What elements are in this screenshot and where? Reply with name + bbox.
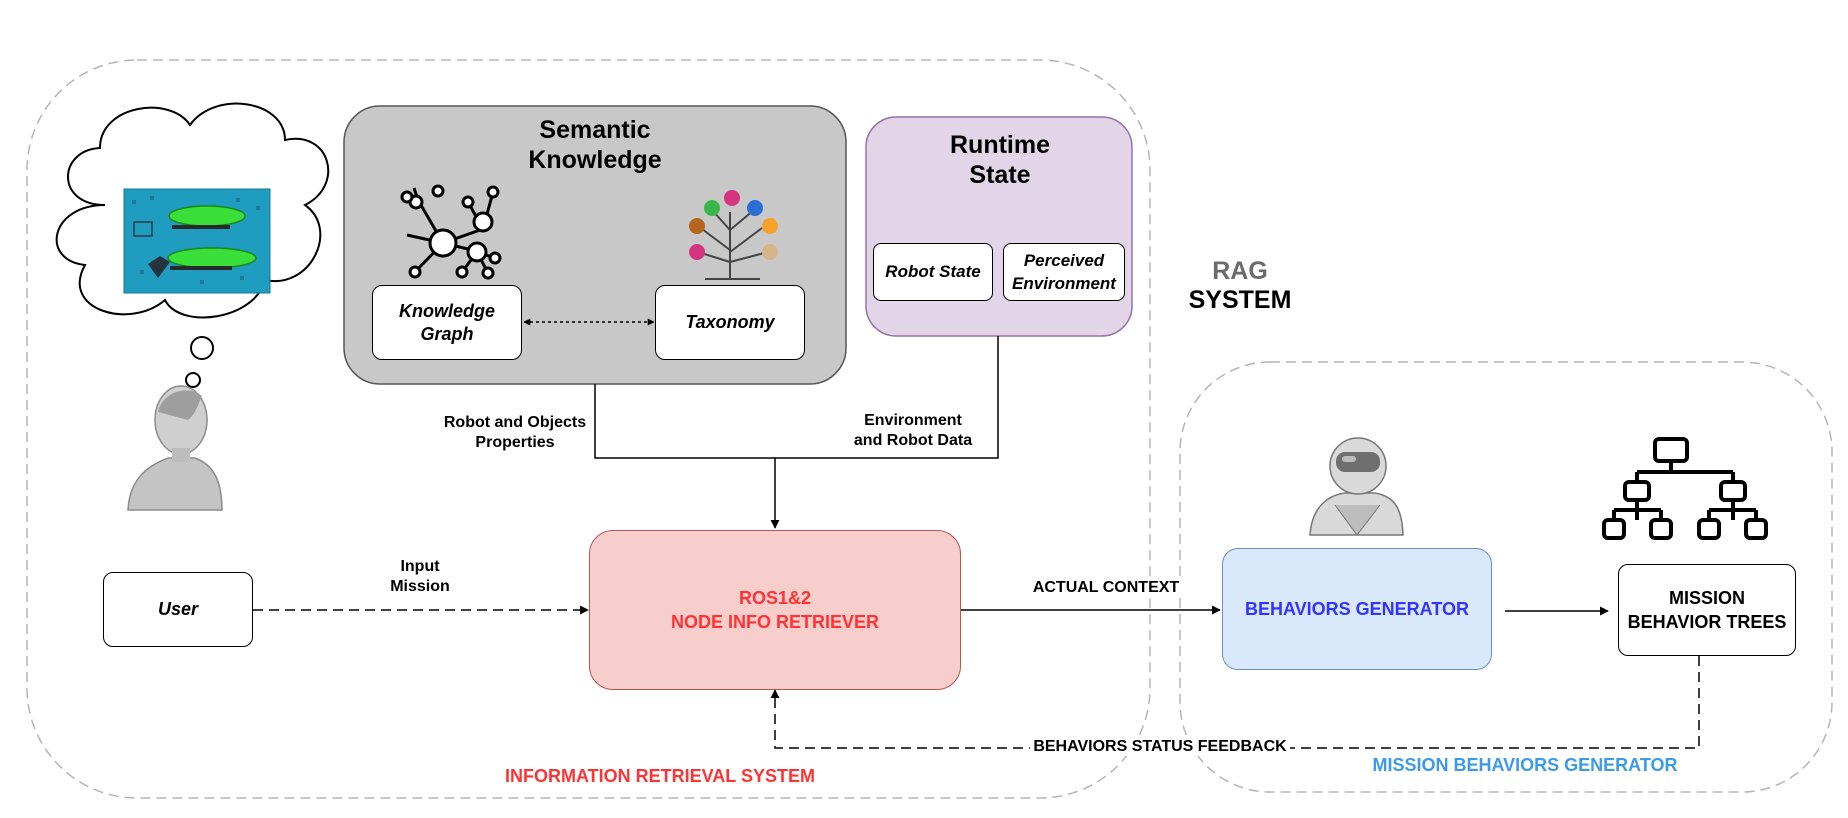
robot-objects-properties-label: Robot and Objects Properties <box>443 414 587 451</box>
robot-state-label: Robot State <box>885 262 981 281</box>
knowledge-graph-icon <box>400 184 502 280</box>
taxonomy-label: Taxonomy <box>685 312 775 332</box>
perceived-environment-node[interactable]: Perceived Environment <box>1003 243 1125 301</box>
mission-behavior-trees-label: MISSION BEHAVIOR TREES <box>1627 588 1787 632</box>
underwater-robots-photo <box>123 188 271 294</box>
mission-behavior-trees-node[interactable]: MISSION BEHAVIOR TREES <box>1618 564 1796 656</box>
user-label: User <box>157 599 199 619</box>
properties-edge <box>594 336 999 459</box>
knowledge-graph-node[interactable]: Knowledge Graph <box>372 285 522 360</box>
information-retrieval-region <box>26 59 1151 799</box>
behaviors-status-feedback-label: BEHAVIORS STATUS FEEDBACK <box>1030 738 1290 756</box>
actual-context-label: ACTUAL CONTEXT <box>1016 579 1196 597</box>
behaviors-generator-node[interactable]: BEHAVIORS GENERATOR <box>1222 548 1492 670</box>
node-info-retriever-node[interactable]: ROS1&2 NODE INFO RETRIEVER <box>589 530 961 690</box>
user-node[interactable]: User <box>103 572 253 647</box>
taxonomy-node[interactable]: Taxonomy <box>655 285 805 360</box>
input-mission-label: Input Mission <box>390 558 450 595</box>
system-label: SYSTEM <box>1188 286 1292 314</box>
runtime-state-title: Runtime State <box>950 131 1050 189</box>
person-icon <box>127 385 223 511</box>
environment-robot-data-label: Environment and Robot Data <box>853 412 973 449</box>
rag-label: RAG <box>1212 257 1268 285</box>
behavior-tree-icon <box>1602 437 1768 540</box>
robot-icon <box>1309 437 1404 536</box>
robot-state-node[interactable]: Robot State <box>873 243 993 301</box>
node-info-retriever-label: ROS1&2 NODE INFO RETRIEVER <box>670 588 880 632</box>
knowledge-graph-label: Knowledge Graph <box>398 300 495 344</box>
information-retrieval-system-label: INFORMATION RETRIEVAL SYSTEM <box>504 766 815 786</box>
mission-behaviors-generator-label: MISSION BEHAVIORS GENERATOR <box>1372 755 1678 775</box>
mission-behaviors-region <box>1179 361 1833 793</box>
taxonomy-tree-icon <box>689 190 778 280</box>
semantic-knowledge-title: Semantic Knowledge <box>528 116 662 174</box>
perceived-environment-label: Perceived Environment <box>1012 251 1116 293</box>
behaviors-generator-label: BEHAVIORS GENERATOR <box>1244 598 1470 619</box>
